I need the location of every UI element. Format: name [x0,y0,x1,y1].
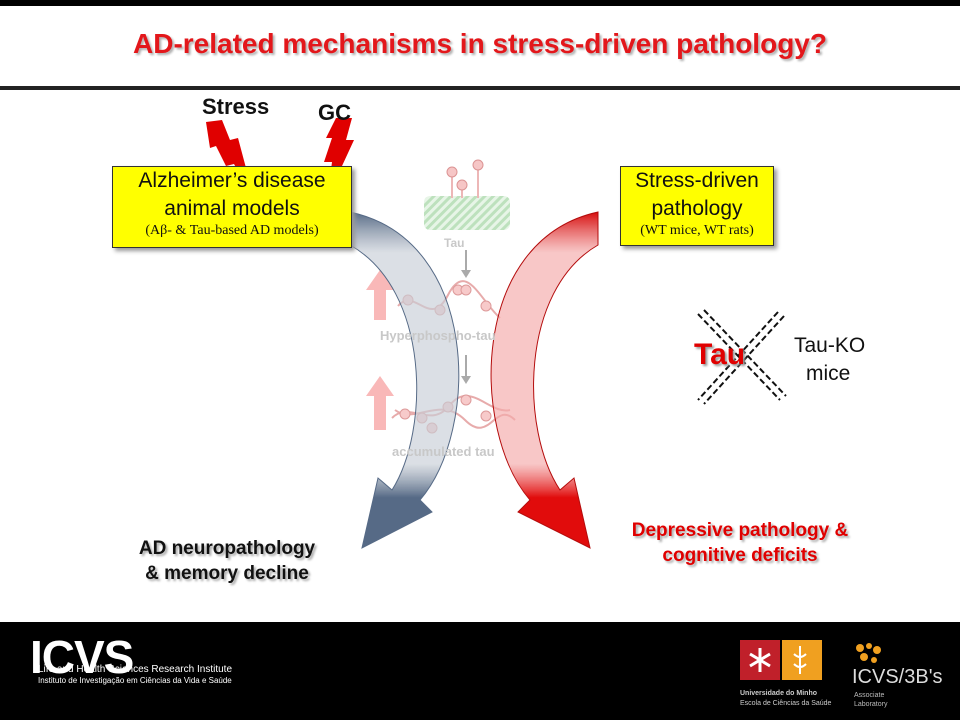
icvs3bs-dots-icon [856,643,881,663]
tau-knockout-cross-icon [697,309,787,405]
uminho-name-line2: Escola de Ciências da Saúde [740,700,832,707]
title-rule [0,86,960,90]
stress-pathway-arrow [490,211,599,549]
ad-models-sub: (Aβ- & Tau-based AD models) [145,223,319,238]
ad-models-line1: Alzheimer’s disease [138,169,326,192]
top-bar [0,0,960,6]
stress-pathology-line1: Stress-driven [635,169,759,192]
tau-knockout-label: Tau [694,338,746,371]
depression-outcome: Depressive pathology & cognitive deficit… [600,518,880,568]
tau-ko-line1: Tau-KO [794,334,866,357]
uminho-name-line1: Universidade do Minho [740,690,818,697]
uminho-logo-icon [740,640,822,680]
institute-name-line2: Instituto de Investigação em Ciências da… [38,676,232,685]
tau-fibril-illustration [424,159,510,230]
ad-pathway-arrow [349,211,460,549]
footer-bar: ICVS Life and Health Sciences Research I… [0,622,960,720]
tau-fibril-label: Tau [444,236,465,250]
icvs-logo: ICVS [30,631,134,683]
stress-pathology-line2: pathology [651,197,743,220]
hyperphospho-tau-label: Hyperphospho-tau [380,328,496,343]
ad-models-line2: animal models [164,197,300,220]
stress-pathology-sub: (WT mice, WT rats) [640,223,754,238]
ad-models-box: Alzheimer’s disease animal models (Aβ- &… [112,166,352,248]
depression-outcome-line1: Depressive pathology & [631,520,849,541]
increase-arrow-1 [366,270,394,320]
institute-name-line1: Life and Health Sciences Research Instit… [38,664,232,675]
down-arrow-2 [461,355,471,384]
increase-arrow-2 [366,376,394,430]
stress-label: Stress [202,94,270,119]
icvs3bs-logo: ICVS/3B's [852,666,943,688]
stress-pathology-box: Stress-driven pathology (WT mice, WT rat… [620,166,774,246]
associate-line2: Laboratory [854,701,888,708]
ad-outcome: AD neuropathology & memory decline [112,536,342,586]
associate-line1: Associate [854,692,885,699]
slide-title: AD-related mechanisms in stress-driven p… [133,28,827,59]
ad-outcome-line2: & memory decline [145,563,309,584]
depression-outcome-line2: cognitive deficits [662,545,818,566]
tau-ko-line2: mice [806,362,851,385]
gc-label: GC [318,100,351,125]
accumulated-tau-label: accumulated tau [392,444,495,459]
ad-outcome-line1: AD neuropathology [138,538,316,559]
down-arrow-1 [461,250,471,278]
